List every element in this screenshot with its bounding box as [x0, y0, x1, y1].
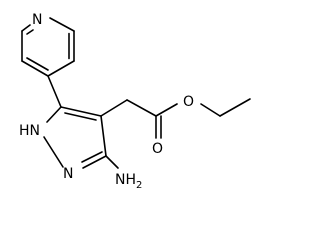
pyrazole-nh-label: HN	[19, 123, 40, 139]
methylene-bond	[100, 99, 128, 117]
diagram-background	[0, 0, 272, 220]
pyridine-ring	[21, 17, 75, 77]
pyridine-double-bond-inner	[26, 29, 34, 35]
aryl-link-bond	[47, 75, 62, 108]
amino-subscript: 2	[136, 180, 142, 191]
pyridine-double-bond-inner	[26, 57, 49, 71]
pyrazole-double-bond-inner	[81, 151, 103, 163]
pyrazole-bond	[60, 106, 102, 117]
pyridine-bond	[49, 17, 75, 32]
ethyl-bond	[200, 103, 221, 117]
pyrazole-bond	[82, 155, 107, 169]
ethyl-bond	[219, 98, 251, 117]
ester-side-chain	[100, 98, 251, 139]
chemical-structure-diagram: N HN N NH2 O O	[0, 0, 272, 220]
pyridine-bond	[21, 60, 49, 77]
pyrazole-double-bond-inner	[64, 112, 97, 121]
pyrazole-nitrogen-label: N	[63, 166, 73, 182]
pyridine-nitrogen-label: N	[32, 12, 42, 28]
pyrazole-bond	[100, 115, 107, 157]
amino-nh-text: NH	[115, 172, 136, 188]
ester-oxygen-label: O	[183, 94, 194, 110]
pyrazole-ring	[43, 106, 107, 169]
amino-group-label: NH2	[115, 172, 142, 191]
amino-bond	[105, 155, 119, 169]
pyrazole-bond	[43, 136, 64, 168]
pyridine-bond	[47, 60, 75, 77]
pyridine-bond	[21, 24, 31, 32]
carbonyl-oxygen-label: O	[152, 141, 163, 157]
pyrazole-bond	[46, 106, 62, 123]
ester-oxygen-bond	[155, 103, 178, 117]
carbonyl-carbon-bond	[126, 99, 157, 117]
